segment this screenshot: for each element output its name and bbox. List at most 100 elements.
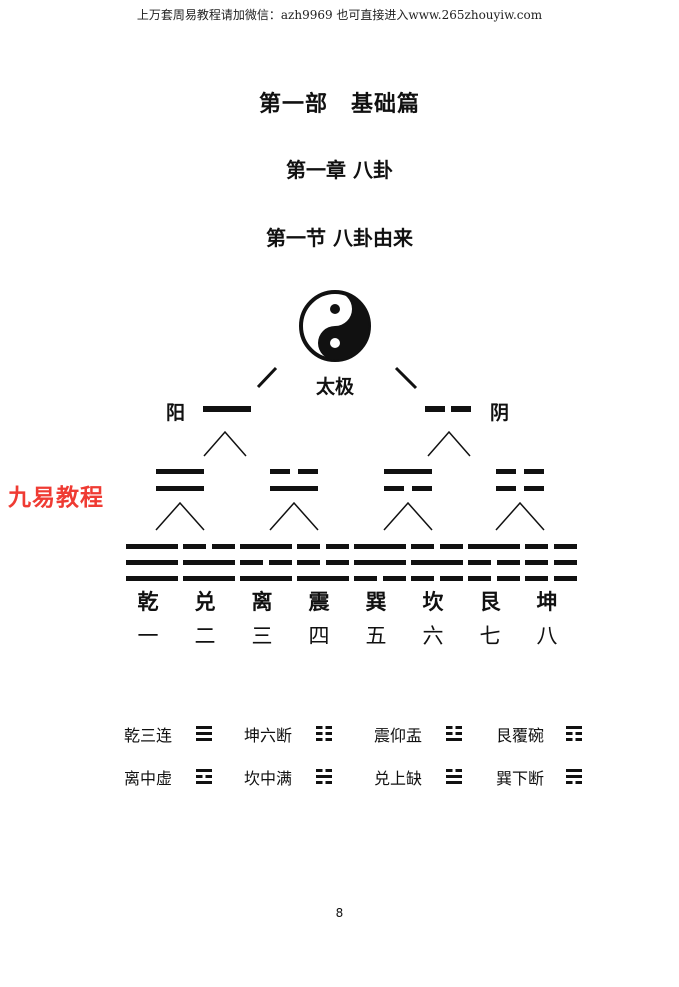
mnemonic-trigram-icon-broken-line bbox=[446, 726, 453, 729]
mnemonic-trigram-icon-solid-line bbox=[196, 781, 212, 784]
trigram-solid-line bbox=[126, 560, 178, 565]
trigram-solid-line bbox=[297, 576, 349, 581]
four-image-broken-line bbox=[524, 469, 544, 474]
trigram-broken-line bbox=[183, 544, 206, 549]
mnemonic-text: 兑上缺 bbox=[374, 769, 423, 788]
mnemonic-trigram-icon-solid-line bbox=[196, 738, 212, 741]
trigram-broken-line bbox=[212, 544, 235, 549]
four-image-solid-line bbox=[156, 486, 204, 491]
trigram-solid-line bbox=[354, 544, 406, 549]
mnemonic-text: 坎中满 bbox=[244, 769, 293, 788]
four-image-broken-line bbox=[384, 486, 404, 491]
mnemonic-trigram-icon-broken-line bbox=[575, 738, 582, 741]
mnemonic-trigram-icon-broken-line bbox=[316, 738, 323, 741]
mnemonic-text: 艮覆碗 bbox=[496, 726, 545, 745]
trigram-name: 兑 bbox=[194, 590, 216, 614]
trigram-solid-line bbox=[354, 560, 406, 565]
trigram-broken-line bbox=[240, 560, 263, 565]
trigram-number: 六 bbox=[422, 624, 444, 648]
mnemonic-trigram-icon-broken-line bbox=[455, 769, 462, 772]
four-image-broken-line bbox=[496, 469, 516, 474]
trigram-broken-line bbox=[468, 576, 491, 581]
trigram-broken-line bbox=[468, 560, 491, 565]
mnemonic-trigram-icon-broken-line bbox=[325, 781, 332, 784]
trigram-broken-line bbox=[525, 544, 548, 549]
trigram-broken-line bbox=[411, 576, 434, 581]
trigram-number: 五 bbox=[365, 624, 387, 648]
trigram-solid-line bbox=[183, 576, 235, 581]
trigram-broken-line bbox=[554, 544, 577, 549]
trigram-name: 艮 bbox=[479, 590, 501, 614]
mnemonic-trigram-icon-broken-line bbox=[455, 726, 462, 729]
trigram-solid-line bbox=[183, 560, 235, 565]
trigram-number: 八 bbox=[536, 624, 558, 648]
mnemonic-trigram-icon-solid-line bbox=[566, 769, 582, 772]
trigram-number: 七 bbox=[479, 624, 501, 648]
mnemonic-trigram-icon-solid-line bbox=[566, 726, 582, 729]
mnemonic-trigram-icon-solid-line bbox=[196, 769, 212, 772]
trigram-solid-line bbox=[411, 560, 463, 565]
trigram-number: 四 bbox=[308, 624, 330, 648]
trigram-broken-line bbox=[440, 544, 463, 549]
trigram-broken-line bbox=[554, 576, 577, 581]
mnemonic-trigram-icon-broken-line bbox=[316, 781, 323, 784]
mnemonic-trigram-icon-solid-line bbox=[446, 781, 462, 784]
four-images bbox=[156, 469, 544, 491]
four-image-broken-line bbox=[524, 486, 544, 491]
mnemonic-trigram-icon-broken-line bbox=[455, 732, 462, 735]
trigram-broken-line bbox=[383, 576, 406, 581]
trigram-broken-line bbox=[554, 560, 577, 565]
trigram-broken-line bbox=[326, 560, 349, 565]
mnemonic-trigram-icon-solid-line bbox=[316, 775, 332, 778]
mnemonic-text: 震仰盂 bbox=[374, 726, 423, 745]
mnemonic-text: 坤六断 bbox=[244, 726, 293, 745]
mnemonic-trigram-icon-solid-line bbox=[196, 732, 212, 735]
four-image-broken-line bbox=[496, 486, 516, 491]
trigram-name: 坎 bbox=[422, 590, 444, 614]
trigram-broken-line bbox=[354, 576, 377, 581]
mnemonic-trigram-icon-solid-line bbox=[196, 726, 212, 729]
trigram-name: 震 bbox=[308, 590, 330, 614]
trigram-broken-line bbox=[497, 560, 520, 565]
taiji-icon bbox=[299, 290, 371, 362]
trigram-broken-line bbox=[269, 560, 292, 565]
mnemonic-trigram-icon-broken-line bbox=[316, 732, 323, 735]
yang-label: 阳 bbox=[166, 402, 186, 424]
yin-line-left bbox=[425, 406, 445, 412]
mnemonic-trigram-icon-solid-line bbox=[446, 738, 462, 741]
four-image-broken-line bbox=[412, 486, 432, 491]
mnemonic-trigram-icon-broken-line bbox=[205, 775, 212, 778]
trigram-broken-line bbox=[440, 576, 463, 581]
mnemonic-icons bbox=[196, 726, 582, 784]
trigram-name: 坤 bbox=[536, 590, 558, 614]
mnemonic-trigram-icon-broken-line bbox=[446, 732, 453, 735]
section-title: 第一节 八卦由来 bbox=[266, 226, 413, 250]
part-title: 第一部 基础篇 bbox=[258, 92, 420, 117]
trigram-name: 巽 bbox=[365, 590, 387, 614]
mnemonic-trigram-icon-broken-line bbox=[446, 769, 453, 772]
four-image-broken-line bbox=[298, 469, 318, 474]
mnemonic-trigram-icon-broken-line bbox=[325, 726, 332, 729]
mnemonic-trigram-icon-broken-line bbox=[325, 738, 332, 741]
mnemonic-trigram-icon-broken-line bbox=[316, 769, 323, 772]
page-header: 上万套周易教程请加微信：azh9969 也可直接进入www.265zhouyiw… bbox=[136, 8, 543, 22]
mnemonic-text: 离中虚 bbox=[124, 769, 173, 788]
trigram-number: 一 bbox=[137, 624, 159, 648]
trigram-number: 二 bbox=[194, 624, 216, 648]
chapter-title: 第一章 八卦 bbox=[286, 158, 393, 182]
four-image-broken-line bbox=[270, 469, 290, 474]
trigram-solid-line bbox=[126, 576, 178, 581]
trigram-broken-line bbox=[497, 576, 520, 581]
mnemonic-trigram-icon-broken-line bbox=[575, 732, 582, 735]
yang-line bbox=[203, 406, 251, 412]
mnemonic-trigram-icon-broken-line bbox=[196, 775, 203, 778]
mnemonic-trigram-icon-broken-line bbox=[566, 732, 573, 735]
trigram-solid-line bbox=[240, 576, 292, 581]
trigram-solid-line bbox=[468, 544, 520, 549]
mnemonic-trigram-icon-broken-line bbox=[325, 732, 332, 735]
trigram-broken-line bbox=[411, 544, 434, 549]
trigram-number: 三 bbox=[251, 624, 273, 648]
trigram-broken-line bbox=[525, 560, 548, 565]
mnemonic-trigram-icon-broken-line bbox=[566, 738, 573, 741]
